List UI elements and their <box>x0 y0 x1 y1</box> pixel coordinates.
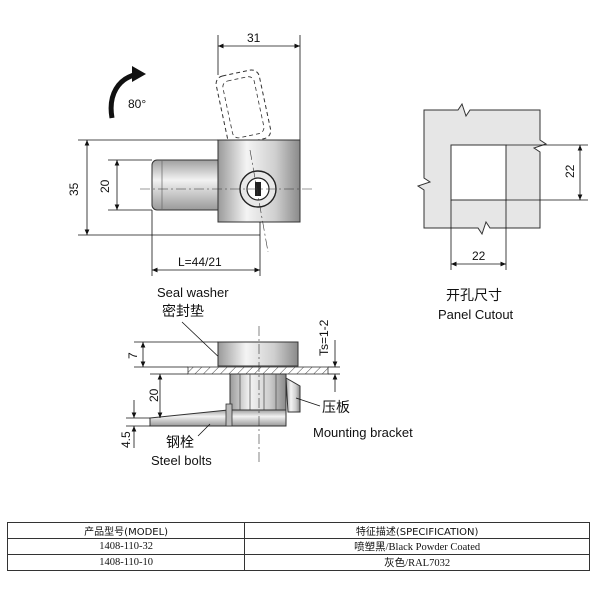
header-specification: 特征描述(SPECIFICATION) <box>244 522 590 539</box>
dim-length: L=44/21 <box>178 255 222 269</box>
handle-rotated-outline <box>215 69 272 146</box>
cell-specification: 灰色/RAL7032 <box>244 554 590 571</box>
dim-depth-45: 4.5 <box>119 431 133 448</box>
steel-bolt-plate <box>149 409 287 427</box>
dim-cutout-width: 22 <box>472 249 486 263</box>
cell-model: 1408-110-32 <box>6 538 246 555</box>
panel-cutout-label-cn: 开孔尺寸 <box>446 288 502 304</box>
table-row: 1408-110-32 喷塑黑/Black Powder Coated <box>6 538 590 555</box>
dim-cutout-height: 22 <box>563 164 577 178</box>
dim-depth-7: 7 <box>126 352 140 359</box>
steel-bolts-label-en: Steel bolts <box>151 453 212 468</box>
panel-section <box>187 366 329 375</box>
side-view: Seal washer 密封垫 7 20 4.5 <box>119 285 413 468</box>
dim-thickness: Ts=1-2 <box>317 319 331 356</box>
panel-cutout-label-en: Panel Cutout <box>438 307 514 322</box>
mounting-bracket-label-cn: 压板 <box>322 400 350 416</box>
mounting-bracket <box>285 377 301 413</box>
dim-height-inner: 20 <box>98 179 112 193</box>
cell-specification: 喷塑黑/Black Powder Coated <box>244 538 590 555</box>
front-view: 31 80° 35 20 L=44/2 <box>67 31 315 276</box>
lock-head-side <box>217 341 299 367</box>
dim-angle: 80° <box>128 97 146 111</box>
table-header-row: 产品型号(MODEL) 特征描述(SPECIFICATION) <box>6 522 590 539</box>
steel-bolts-label-cn: 钢栓 <box>166 435 194 451</box>
lock-body-side <box>229 373 287 411</box>
spec-table: 产品型号(MODEL) 特征描述(SPECIFICATION) 1408-110… <box>6 522 590 571</box>
table-row: 1408-110-10 灰色/RAL7032 <box>6 554 590 571</box>
technical-drawing: 31 80° 35 20 L=44/2 <box>67 31 588 468</box>
dim-width-top: 31 <box>247 31 261 45</box>
seal-washer-label-cn: 密封垫 <box>162 303 204 320</box>
dim-height-left: 35 <box>67 182 81 196</box>
dim-depth-20: 20 <box>147 388 161 402</box>
cutout-square <box>450 144 507 201</box>
header-model: 产品型号(MODEL) <box>6 522 246 539</box>
cell-model: 1408-110-10 <box>6 554 246 571</box>
panel-cutout-view: 22 22 开孔尺寸 Panel Cutout <box>416 102 588 322</box>
mounting-bracket-label-en: Mounting bracket <box>313 425 413 440</box>
seal-washer-label-en: Seal washer <box>157 285 229 300</box>
cylinder-body <box>151 159 223 211</box>
